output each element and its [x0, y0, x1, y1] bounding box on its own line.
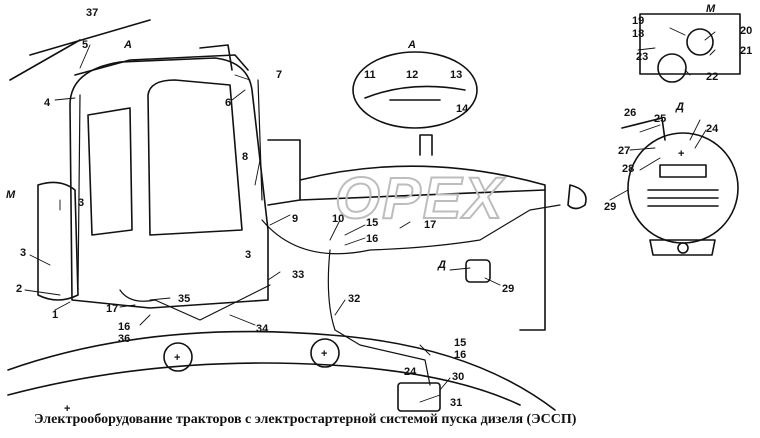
- grille: [299, 189, 546, 201]
- callout-32: 32: [348, 293, 360, 305]
- callout-16b: 16: [454, 349, 466, 361]
- callout-10: 10: [332, 213, 344, 225]
- harness-down: [327, 249, 431, 386]
- tank: [37, 181, 79, 301]
- plus-mark-4: +: [678, 148, 684, 160]
- callout-5: 5: [82, 39, 88, 51]
- callout-12: 12: [406, 69, 418, 81]
- cab-handle: [199, 44, 233, 71]
- road-wheel-1: [163, 342, 193, 372]
- callout-1: 1: [52, 309, 58, 321]
- cab-window-left: [87, 107, 133, 236]
- plus-mark-3: +: [64, 403, 70, 415]
- detail-title-a: А: [407, 39, 416, 51]
- relay-30: [397, 382, 441, 412]
- exhaust-pipe: [419, 134, 433, 156]
- callout-15a: 15: [366, 217, 378, 229]
- callout-35: 35: [178, 293, 190, 305]
- plus-mark-2: +: [321, 348, 327, 360]
- callout-25: 25: [654, 113, 666, 125]
- callout-4: 4: [44, 97, 51, 109]
- track-arc: [7, 330, 556, 411]
- callout-13: 13: [450, 69, 462, 81]
- callout-37: 37: [86, 7, 98, 19]
- road-wheel-2: [310, 338, 340, 368]
- callout-3b: 3: [20, 247, 26, 259]
- cab-roof-top: [74, 54, 249, 76]
- callout-28: 28: [622, 163, 634, 175]
- callout-17b: 17: [106, 303, 118, 315]
- callout-14: 14: [456, 103, 469, 115]
- callout-24b: 24: [706, 123, 719, 135]
- callout-34: 34: [256, 323, 269, 335]
- callout-36: 36: [118, 333, 130, 345]
- harness-cab: [77, 79, 263, 291]
- headlamp: [567, 184, 587, 210]
- callout-7: 7: [276, 69, 282, 81]
- detail-ref-d: Д: [437, 259, 446, 271]
- callout-20: 20: [740, 25, 752, 37]
- callout-21: 21: [740, 45, 752, 57]
- detail-title-d: Д: [675, 101, 684, 113]
- cab-roof: [9, 19, 151, 81]
- callout-29b: 29: [604, 201, 616, 213]
- callout-9: 9: [292, 213, 298, 225]
- callout-27: 27: [618, 145, 630, 157]
- callout-26: 26: [624, 107, 636, 119]
- callout-30: 30: [452, 371, 464, 383]
- detail-title-m: М: [706, 3, 716, 15]
- callout-22: 22: [706, 71, 718, 83]
- callout-23: 23: [636, 51, 648, 63]
- callout-labels: 37 5 4 7 6 8 9 3 3 3 2 1 17 35 16 36 34 …: [16, 7, 752, 409]
- watermark-text: OPEX: [335, 166, 505, 231]
- callout-29a: 29: [502, 283, 514, 295]
- harness-main: [261, 204, 561, 255]
- starter-29: [465, 259, 491, 283]
- callout-3a: 3: [78, 197, 84, 209]
- diagram-caption: Электрооборудование тракторов с электрос…: [34, 412, 577, 427]
- detail-a-view: [352, 51, 478, 129]
- callout-16c: 16: [118, 321, 130, 333]
- cab-door: [147, 79, 243, 236]
- harness-left: [119, 284, 271, 321]
- callout-16a: 16: [366, 233, 378, 245]
- detail-ref-m: М: [6, 189, 16, 201]
- callout-18: 18: [632, 28, 644, 40]
- plus-mark-1: +: [174, 352, 180, 364]
- callout-3c: 3: [245, 249, 251, 261]
- detail-m-view: [639, 13, 741, 75]
- callout-33: 33: [292, 269, 304, 281]
- callout-31: 31: [450, 397, 462, 409]
- callout-2: 2: [16, 283, 22, 295]
- hood: [267, 139, 546, 331]
- callout-17a: 17: [424, 219, 436, 231]
- callout-6: 6: [225, 97, 231, 109]
- callout-19: 19: [632, 15, 644, 27]
- callout-24a: 24: [404, 366, 417, 378]
- callout-11: 11: [364, 69, 376, 81]
- detail-ref-a: А: [123, 39, 132, 51]
- callout-8: 8: [242, 151, 248, 163]
- callout-15b: 15: [454, 337, 466, 349]
- track-lower: [7, 362, 521, 406]
